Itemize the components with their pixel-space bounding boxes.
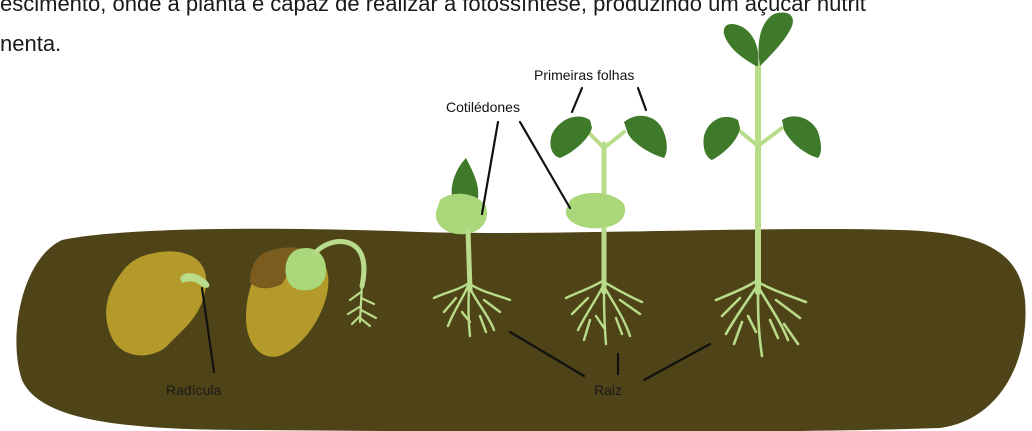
seedling-4-leaf-right <box>624 116 667 158</box>
seedling-4-branch-right <box>604 132 624 148</box>
seedling-4-cotyledon <box>566 193 625 228</box>
young-plant-leaf-left <box>703 117 740 160</box>
label-cotiledones: Cotilédones <box>446 99 520 115</box>
label-raiz: Raiz <box>594 382 622 398</box>
seed-2-cotyledon <box>286 248 326 290</box>
young-plant-top-leaf-right <box>759 13 793 67</box>
leader-primeiras-folhas-right <box>638 88 646 110</box>
seedling-3-cotyledon <box>436 194 487 235</box>
young-plant-leaf-right <box>782 116 821 158</box>
leader-cotiledones-left <box>482 122 498 214</box>
label-radicula: Radícula <box>166 382 221 398</box>
seedling-4-branch-left <box>588 132 604 148</box>
label-primeiras-folhas: Primeiras folhas <box>534 67 634 83</box>
young-plant-top-leaf-left <box>724 24 759 66</box>
leader-primeiras-folhas-left <box>572 88 582 112</box>
young-plant-branch-right <box>758 128 782 146</box>
seedling-4-leaf-left <box>550 116 592 158</box>
